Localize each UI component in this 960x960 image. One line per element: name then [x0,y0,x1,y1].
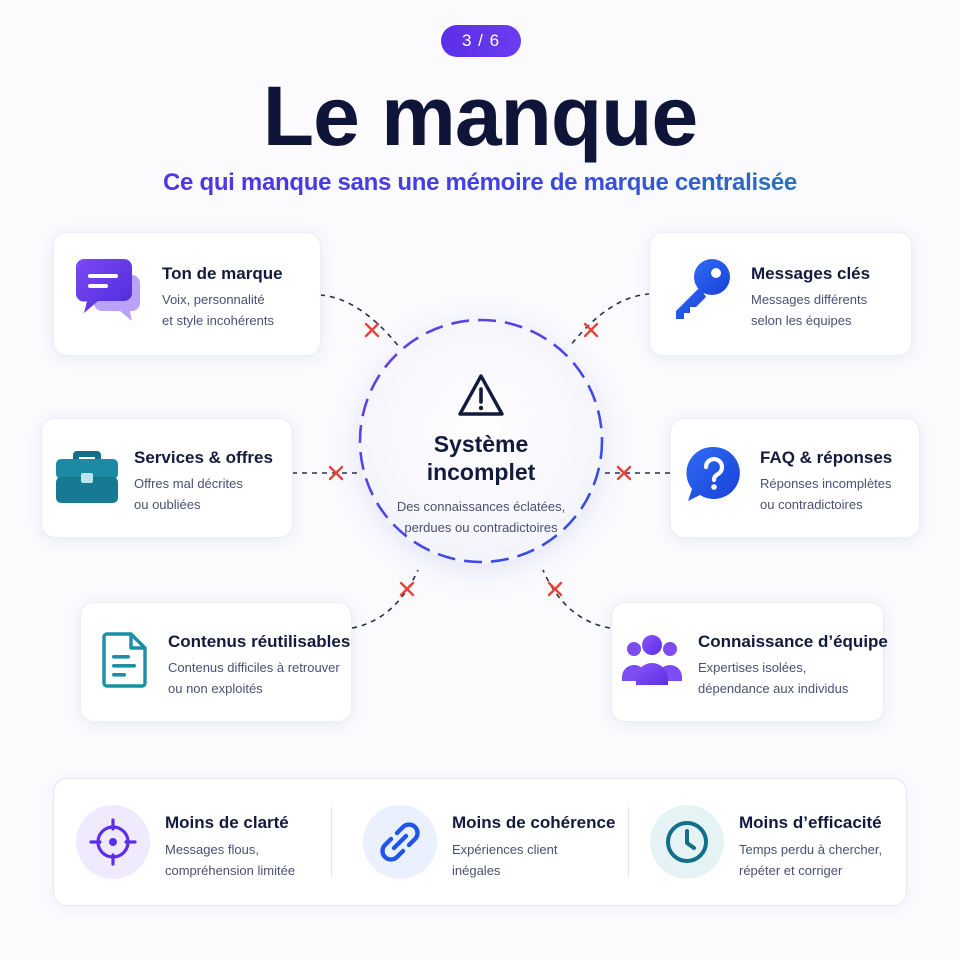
target-icon [89,818,137,866]
key-icon [676,259,730,319]
document-icon [102,632,147,688]
card-contenus-reutilisables: Contenus réutilisables Contenus difficil… [80,602,352,722]
connector-equipe [542,569,611,629]
consequence-title: Moins d’efficacité [739,813,882,832]
target-icon-bg [76,805,150,879]
consequence-title: Moins de clarté [165,813,289,832]
card-title: Ton de marque [162,264,283,283]
clock-icon-bg [650,805,724,879]
team-icon [622,635,682,685]
center-title: Système incomplet [426,431,536,485]
page-subtitle: Ce qui manque sans une mémoire de marque… [0,166,960,200]
divider [331,807,332,877]
center-description: Des connaissances éclatées, perdues ou c… [396,499,566,535]
page-title: Le manque [262,69,698,163]
card-title: Connaissance d’équipe [698,632,888,651]
card-title: Services & offres [134,448,273,467]
consequences-panel: Moins de clarté Messages flous,compréhen… [53,778,907,906]
cross-equipe [547,581,563,597]
cross-faq [616,465,632,481]
center-dashed-ring [358,318,604,564]
clock-icon [666,821,708,863]
cross-contenus [399,581,415,597]
consequence-efficacite: Moins d’efficacité Temps perdu à cherche… [628,779,906,905]
divider [628,807,629,877]
connector-ton [319,294,401,349]
card-title: Messages clés [751,264,871,283]
cross-ton [364,322,380,338]
cross-messages [583,322,599,338]
consequence-description: Temps perdu à chercher,répéter et corrig… [739,842,883,878]
center-system-circle: Système incomplet Des connaissances écla… [358,318,604,564]
consequence-clarte: Moins de clarté Messages flous,compréhen… [54,779,332,905]
warning-triangle-icon [458,374,504,416]
question-bubble-icon [686,446,740,501]
card-title: Contenus réutilisables [168,632,351,651]
consequence-title: Moins de cohérence [452,813,616,832]
cross-services [328,465,344,481]
briefcase-icon [56,451,118,503]
step-badge: 3 / 6 [441,25,521,57]
link-icon [380,822,420,862]
connector-contenus [351,569,419,629]
chat-bubbles-icon [75,259,140,321]
card-connaissance-equipe: Connaissance d’équipe Expertises isolées… [611,602,888,722]
card-title: FAQ & réponses [760,448,893,467]
card-description: Expertises isolées,dépendance aux indivi… [698,660,849,696]
link-icon-bg [363,805,437,879]
consequence-description: Messages flous,compréhension limitée [165,842,296,878]
connector-messages [569,293,651,347]
